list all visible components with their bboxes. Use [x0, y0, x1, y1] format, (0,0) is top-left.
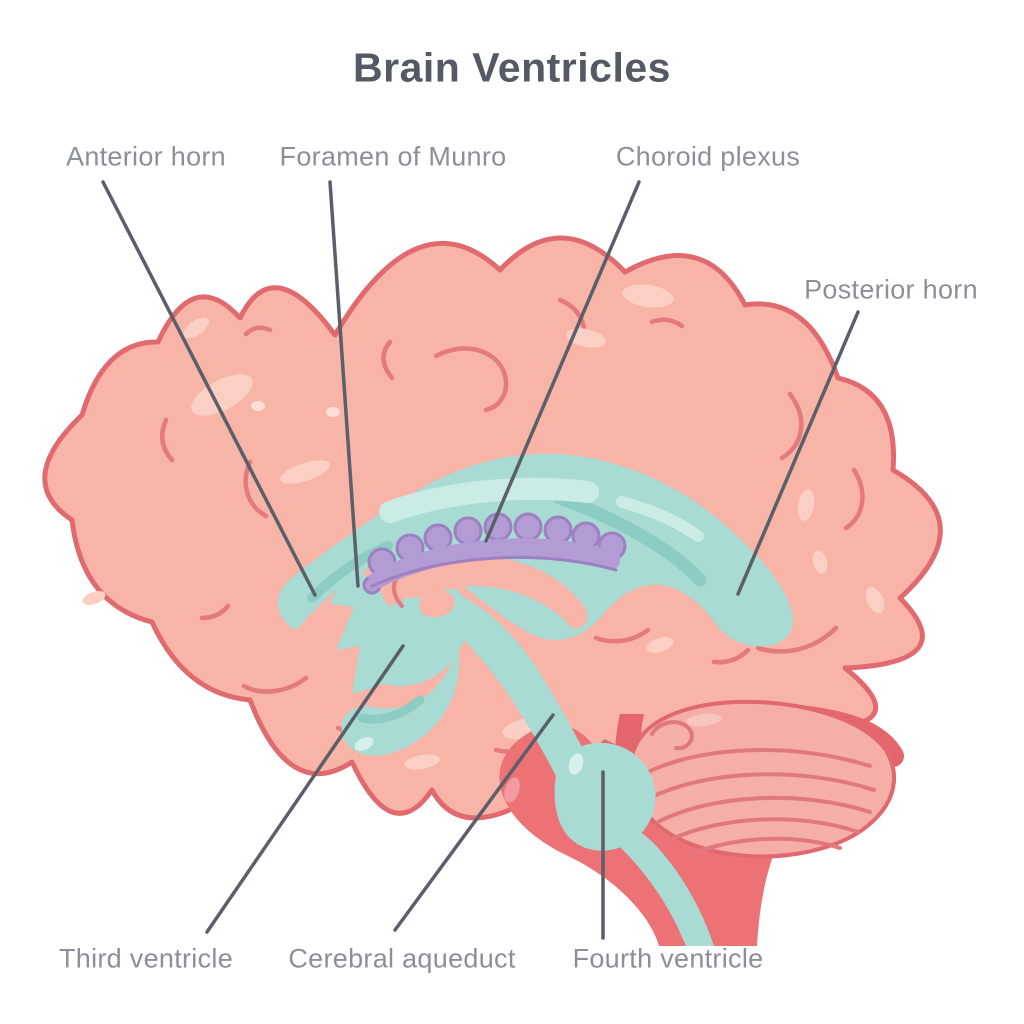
leader-foramen-of-munro: [328, 180, 360, 588]
label-foramen-of-munro: Foramen of Munro: [279, 141, 507, 172]
label-choroid-plexus: Choroid plexus: [615, 141, 801, 172]
ventricle-highlights: [354, 477, 704, 775]
label-posterior-horn: Posterior horn: [804, 274, 978, 305]
label-third-ventricle: Third ventricle: [58, 943, 234, 974]
cerebellum-highlight: [686, 713, 722, 727]
interthalamic-hole: [419, 590, 455, 618]
brainstem-highlight: [504, 777, 520, 803]
label-fourth-ventricle: Fourth ventricle: [572, 943, 764, 974]
leader-posterior-horn: [736, 310, 860, 596]
choroid-plexus-shape: [362, 512, 627, 595]
leader-cerebral-aqueduct: [393, 713, 555, 932]
leader-anterior-horn: [101, 180, 317, 597]
thalamus-crescent: [380, 555, 588, 629]
leader-lines: [101, 180, 860, 940]
gyri-lines: [159, 297, 865, 754]
cerebellum-shape: [628, 699, 897, 859]
leader-choroid-plexus: [484, 180, 641, 543]
cortex-highlights: [82, 284, 885, 770]
leader-third-ventricle: [205, 644, 405, 934]
central-canal-shape: [608, 824, 714, 946]
page-title: Brain Ventricles: [353, 44, 671, 91]
cerebellum-striations: [646, 720, 876, 856]
label-cerebral-aqueduct: Cerebral aqueduct: [288, 943, 516, 974]
cerebral-aqueduct-shape: [440, 588, 590, 784]
inferior-horn-shape: [341, 648, 459, 756]
third-ventricle-shape: [330, 558, 468, 694]
label-anterior-horn: Anterior horn: [66, 141, 226, 172]
